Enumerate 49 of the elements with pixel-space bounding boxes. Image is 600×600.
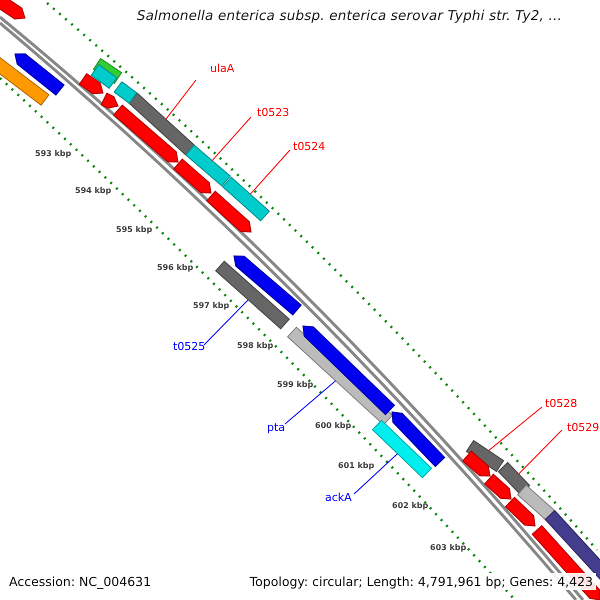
leader-line [165,80,196,120]
gene-feature [462,450,491,477]
leader-line [250,150,290,195]
leader-line [488,406,542,452]
gene-label: ackA [325,491,352,504]
gene-feature [173,158,212,194]
gene-feature [233,255,302,316]
gene-feature [78,73,104,94]
gene-feature [517,484,555,520]
position-label: 600 kbp [315,421,352,431]
gene-feature [90,64,118,89]
gene-label: t0523 [257,106,290,119]
position-label: 595 kbp [116,225,152,235]
gene-feature [484,474,512,500]
gene-feature [0,56,50,106]
position-label: 597 kbp [193,301,230,311]
gene-label: t0525 [173,340,206,353]
genome-summary-text: Topology: circular; Length: 4,791,961 bp; Genes: 4,423 [246,573,596,590]
gene-feature [128,92,196,156]
gene-label: pta [267,421,286,434]
gene-label: t0524 [293,140,326,153]
gene-feature [14,53,65,96]
leader-line [518,430,562,474]
gene-feature [498,462,530,496]
gene-label: t0529 [567,421,600,434]
gene-feature [113,104,179,163]
gene-label: ulaA [210,62,234,75]
title: Salmonella enterica subsp. enterica serovar Typhi str. Ty2, ... [136,8,562,24]
gene-label: t0528 [545,397,578,410]
leader-line [204,299,249,346]
gene-feature [206,190,252,233]
position-label: 596 kbp [157,263,194,273]
position-label: 602 kbp [392,501,428,511]
leader-line [212,116,252,162]
gene-feature [504,496,536,527]
gene-feature [0,0,26,20]
leader-line [284,380,336,424]
gene-feature [185,144,231,187]
gene-feature [215,260,290,330]
gene-feature [391,411,446,468]
gene-feature [100,92,119,109]
position-label: 594 kbp [75,186,112,196]
position-label: 599 kbp [277,380,314,390]
position-label: 601 kbp [338,461,374,471]
position-label: 603 kbp [430,543,466,553]
gene-feature [222,176,270,222]
leader-line [354,453,398,494]
position-label: 593 kbp [35,149,72,159]
position-label: 598 kbp [237,341,274,351]
